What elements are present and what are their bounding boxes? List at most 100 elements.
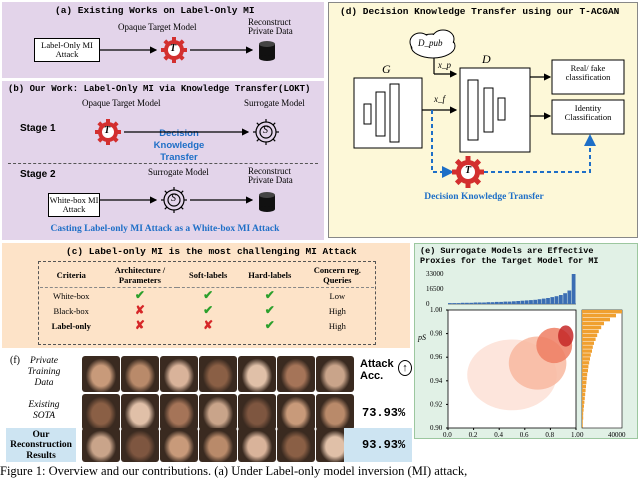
top-hist-bar [537,299,542,304]
tacgan-diagram [353,29,625,188]
figure-caption: Figure 1: Overview and our contributions… [0,464,468,478]
top-hist-bar [494,301,499,304]
right-hist-bar [582,380,587,385]
top-hist-bar [571,274,576,304]
stage-divider [8,163,318,164]
top-hist-bar [482,302,486,304]
right-hist-bar [582,345,593,349]
surrogate-gear-2-icon [161,187,187,213]
header-concern: Concern reg. Queries [300,263,374,288]
right-hist-bar [582,416,584,420]
dpub-label: D_pub [418,38,443,48]
top-hist-bar [490,302,495,304]
table-row: White-box ✔ ✔ ✔ Low [40,288,374,304]
top-hist-bar [460,302,465,304]
y-tick-label: 0.98 [430,330,443,338]
proxy-chart: 0.00.20.40.60.81.0pT0.900.920.940.960.98… [417,270,626,438]
gear-s-text-b: S [263,125,268,136]
check-icon: ✔ [134,288,145,302]
right-hist-bar [582,333,598,338]
row-criteria: White-box [53,290,90,301]
top-hist-bar [524,300,529,304]
right-hist-tick: 0 [580,431,584,438]
gear-s-text-b2: S [171,193,176,204]
database-icon-a [259,41,275,61]
target-gear-icon [161,37,187,63]
arrows-a [100,46,254,54]
panel-c-title: (c) Label-only MI is the most challengin… [66,246,357,257]
row3-label: Our Reconstruction Results [10,430,72,461]
d-label: D [482,52,491,66]
row-criteria: Black-box [53,305,89,316]
gear-t-text-b: T [104,125,111,136]
right-hist-bar [582,396,585,400]
surrogate-label-b2: Surrogate Model [148,167,209,177]
right-hist-bar [582,341,594,345]
target-model-label-b: Opaque Target Model [82,98,161,108]
arrows-b [100,128,254,204]
acc-ours-bg [344,428,412,462]
cloud-icon [409,29,456,59]
right-hist-bar [582,392,586,397]
face-image [277,428,315,462]
stage2-label: Stage 2 [20,169,56,180]
check-icon: ✔ [264,318,275,332]
identity-box [551,99,625,135]
right-hist-bar [582,412,584,416]
face-image [238,356,276,392]
row2-label: Existing SOTA [28,400,60,421]
top-hist-bar [541,298,546,304]
g-label: G [382,62,391,76]
right-hist-bar [582,317,610,322]
top-hist-bar [473,302,478,304]
face-image [316,394,354,430]
panel-e-title: (e) Surrogate Models are Effective Proxi… [420,246,599,266]
up-arrow-icon: ↑ [398,360,412,376]
target-model-label: Opaque Target Model [118,22,197,32]
row-concern: Low [329,290,346,301]
row-criteria: Label-only [51,320,91,331]
x-tick-label: 1.0 [571,431,580,438]
top-hist-bar [516,301,521,304]
top-hist-bar [465,302,469,304]
panel-d-title: (d) Decision Knowledge Transfer using ou… [340,6,620,17]
face-image [82,356,120,392]
acc-ours: 93.93% [362,438,406,452]
right-hist-bar [582,361,590,365]
criteria-table: Criteria Architecture / Parameters Soft-… [40,263,374,333]
stage1-label: Stage 1 [20,123,56,134]
top-hist-bar [452,303,457,304]
casting-label: Casting Label-only MI Attack as a White-… [50,224,280,234]
top-hist-bar [499,301,503,304]
row1-label: Private Training Data [27,356,61,388]
top-hist-bar [448,303,452,304]
right-hist-frame [581,309,623,429]
right-hist-bar [582,404,584,408]
y-tick-label: 0.96 [430,353,443,361]
face-image [199,394,237,430]
face-image [277,394,315,430]
cross-icon: ✘ [203,318,214,332]
right-hist-tick: 40000 [608,431,626,438]
y-tick-label: 0.90 [430,424,443,432]
top-hist-bar [469,302,474,304]
top-hist-bar [554,296,559,304]
xp-label: x_p [438,60,451,70]
y-tick-label: 0.92 [430,400,443,408]
top-hist-bar [529,300,533,304]
check-icon: ✔ [203,288,214,302]
x-tick-label: 0.2 [469,431,478,438]
density-region [558,325,574,347]
top-hist-bar [477,302,482,304]
top-hist-bar [520,300,525,304]
cross-icon: ✘ [134,318,145,332]
top-hist-bar [486,302,491,304]
right-hist-bar [582,369,588,373]
reconstruct-label-b: Reconstruct Private Data [248,166,293,186]
right-hist-bar [582,349,592,353]
right-hist-bar [582,357,590,361]
decision-transfer-d: Decision Knowledge Transfer [424,192,544,202]
top-hist-bar [503,301,508,304]
right-hist-bar [582,325,602,330]
x-tick-label: 0.4 [494,431,503,438]
